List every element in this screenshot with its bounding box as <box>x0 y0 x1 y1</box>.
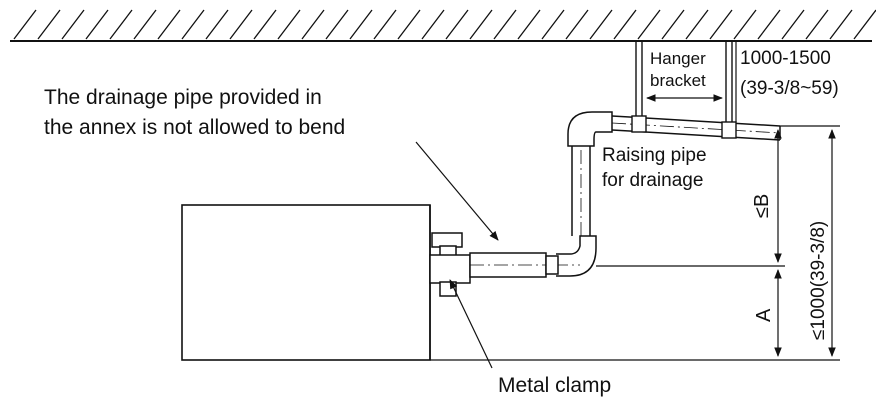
dimension-total-label: ≤1000(39-3/8) <box>808 221 829 340</box>
drain-pipe-note-line2: the annex is not allowed to bend <box>44 116 345 139</box>
leader-lines <box>415 141 499 369</box>
drain-pipe-note-line1: The drainage pipe provided in <box>44 86 322 109</box>
dimension-b-label: ≤B <box>751 194 773 218</box>
annex-drain-pipe <box>469 252 580 278</box>
hanger-bracket-left <box>631 41 647 133</box>
spacing-label-line2: (39-3/8~59) <box>740 78 839 99</box>
spacing-label-line1: 1000-1500 <box>740 48 831 69</box>
ceiling <box>10 9 876 42</box>
raising-pipe-label-line1: Raising pipe <box>602 145 707 166</box>
metal-clamp-assembly <box>429 232 471 297</box>
dimension-a-label: A <box>753 308 775 322</box>
raising-pipe-label-line2: for drainage <box>602 170 703 191</box>
metal-clamp-label: Metal clamp <box>498 374 611 397</box>
hanger-label-line2: bracket <box>650 71 706 90</box>
hanger-label-line1: Hanger <box>650 49 706 68</box>
hanger-bracket-right <box>721 41 737 139</box>
indoor-unit <box>181 204 431 361</box>
height-dimensions <box>430 125 840 361</box>
raising-pipe <box>556 111 613 277</box>
hanger-spacing-dimension <box>646 41 737 122</box>
